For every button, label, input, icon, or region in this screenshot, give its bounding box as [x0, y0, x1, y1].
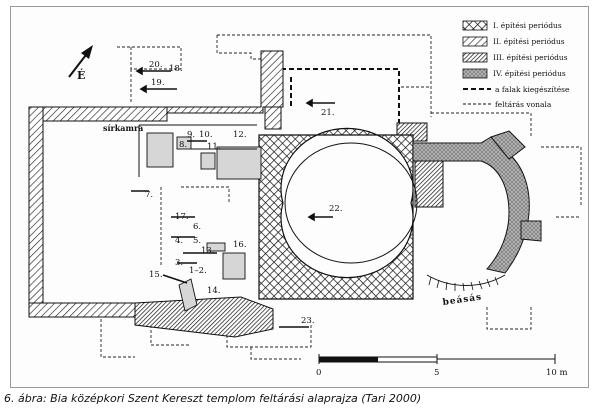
trench-number-3: 3. — [175, 258, 183, 268]
north-arrow: É — [68, 45, 93, 82]
interior-lines — [138, 124, 257, 177]
legend-swatch-dense-diagonal — [462, 52, 488, 63]
trench-number-11: 11. — [207, 142, 221, 152]
trench-numbers: 20. 18. 19. 21. 9. 10. 8. 11. 12. 7. 17.… — [145, 60, 343, 326]
label-sirkamra: sírkamra — [103, 123, 143, 133]
legend-item-period-i: I. építési periódus — [462, 20, 562, 31]
trench-number-20: 20. — [149, 60, 163, 70]
crypt-stonework — [146, 132, 262, 312]
trench-number-10: 10. — [199, 130, 213, 140]
trench-ticks — [428, 276, 499, 292]
trench-number-9: 9. — [187, 130, 195, 140]
trench-markers — [131, 66, 335, 328]
legend-label: feltárás vonala — [495, 100, 552, 109]
north-label: É — [77, 68, 85, 82]
trench-number-1-2: 1–2. — [189, 266, 207, 276]
trench-number-7: 7. — [145, 190, 153, 200]
trench-number-22: 22. — [329, 204, 343, 214]
scale-tick-0: 0 — [316, 368, 321, 378]
trench-number-14: 14. — [207, 286, 221, 296]
excavation-lines — [100, 34, 582, 360]
trench-number-12: 12. — [233, 130, 247, 140]
trench-number-8: 8. — [179, 140, 187, 150]
trench-number-13: 13. — [201, 246, 215, 256]
scale-tick-10: 10 m — [546, 368, 568, 378]
wall-completion-lines — [281, 68, 400, 137]
figure-caption: 6. ábra: Bia középkori Szent Kereszt tem… — [4, 392, 422, 405]
trench-number-19: 19. — [151, 78, 165, 88]
trench-number-4: 4. — [175, 236, 183, 246]
legend-label: III. építési periódus — [493, 53, 568, 62]
legend: I. építési periódus II. építési periódus… — [462, 20, 570, 109]
scale-tick-5: 5 — [434, 368, 439, 378]
site-plan-figure: 0 5 10 m É I. építési periódus II. építé… — [10, 6, 589, 388]
legend-item-excavation-line: feltárás vonala — [463, 100, 552, 109]
trench-number-18: 18. — [169, 64, 183, 74]
legend-item-period-iii: III. építési periódus — [462, 52, 568, 63]
legend-label: II. építési periódus — [493, 37, 565, 46]
legend-swatch-stipple — [462, 68, 488, 79]
trench-number-15: 15. — [149, 270, 163, 280]
trench-number-5: 5. — [193, 236, 201, 246]
trench-number-16: 16. — [233, 240, 247, 250]
legend-swatch-diagonal — [462, 36, 488, 47]
period-i-structure — [258, 127, 418, 300]
apse-foundation-curve — [426, 274, 506, 286]
site-plan-drawing: 0 5 10 m É I. építési periódus II. építé… — [28, 20, 582, 378]
legend-label: IV. építési periódus — [493, 69, 566, 78]
legend-item-period-ii: II. építési periódus — [462, 36, 565, 47]
legend-item-period-iv: IV. építési periódus — [462, 68, 566, 79]
period-iv-apse — [412, 130, 542, 274]
trench-number-21: 21. — [321, 108, 335, 118]
scale-bar: 0 5 10 m — [316, 354, 568, 378]
trench-number-6: 6. — [193, 222, 201, 232]
period-ii-walls — [28, 50, 284, 318]
legend-item-wall-completion: a falak kiegészítése — [463, 85, 570, 94]
legend-label: I. építési periódus — [493, 21, 562, 30]
trench-number-17: 17. — [175, 212, 189, 222]
period-iii-walls — [134, 122, 444, 338]
label-beasas: beásás — [442, 292, 483, 308]
trench-number-23: 23. — [301, 316, 315, 326]
legend-label: a falak kiegészítése — [495, 85, 570, 94]
legend-swatch-cross-hatch — [462, 20, 488, 31]
